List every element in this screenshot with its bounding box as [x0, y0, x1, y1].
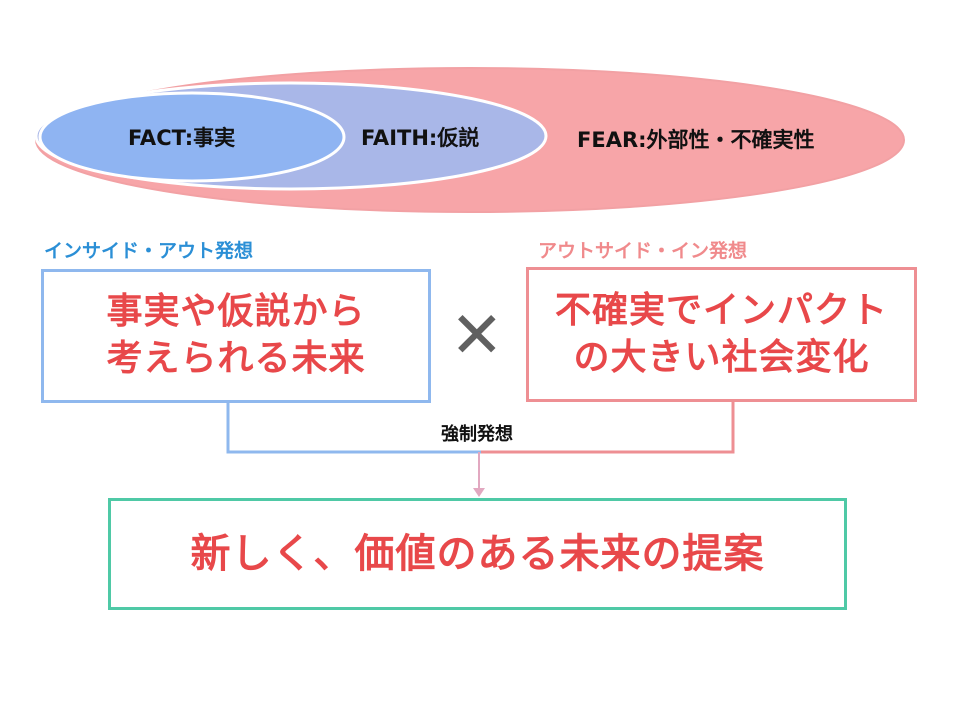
down-arrow-head — [473, 488, 485, 497]
fear-label: FEAR:外部性・不確実性 — [577, 128, 815, 152]
outside-in-line-2: の大きい社会変化 — [573, 336, 870, 378]
inside-out-line-2: 考えられる未来 — [106, 338, 366, 379]
result-box: 新しく、価値のある未来の提案 — [108, 498, 847, 610]
forced-ideation-label: 強制発想 — [441, 424, 513, 445]
left-connector-line — [226, 402, 481, 454]
outside-in-heading: アウトサイド・イン発想 — [538, 240, 748, 262]
inside-out-heading: インサイド・アウト発想 — [44, 240, 254, 262]
inside-out-box: 事実や仮説から 考えられる未来 — [41, 269, 431, 403]
multiply-icon: ✕ — [450, 299, 504, 373]
outside-in-line-1: 不確実でインパクト — [554, 289, 888, 331]
outside-in-box: 不確実でインパクト の大きい社会変化 — [526, 267, 917, 402]
faith-label: FAITH:仮説 — [361, 126, 480, 150]
result-text: 新しく、価値のある未来の提案 — [190, 531, 765, 577]
fact-ellipse — [38, 91, 346, 183]
fact-label: FACT:事実 — [128, 126, 236, 150]
inside-out-line-1: 事実や仮説から — [106, 291, 366, 333]
right-connector-line — [481, 402, 735, 454]
